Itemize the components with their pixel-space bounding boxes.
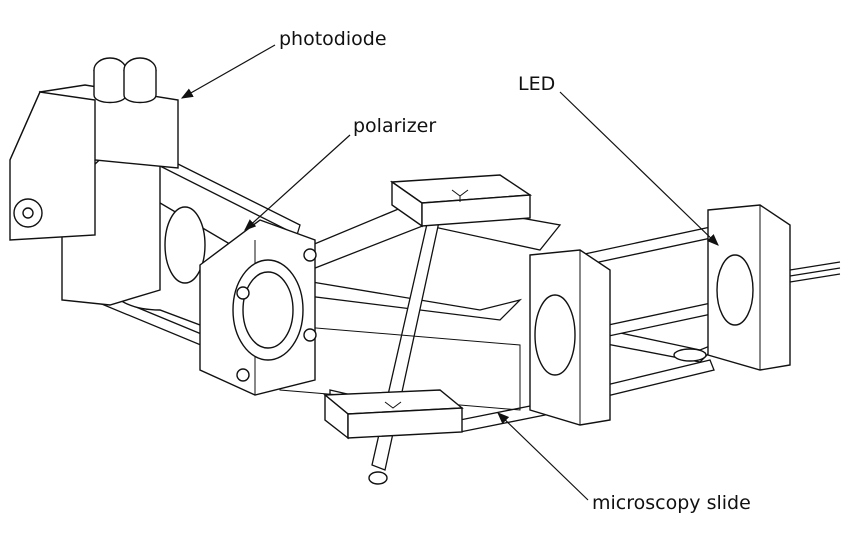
- photodiode: [9, 57, 179, 241]
- photodiode-leader: [180, 44, 276, 99]
- led-leader: [559, 91, 719, 246]
- polarizer-leader: [244, 134, 351, 231]
- top-slide-clamp: [389, 174, 533, 228]
- led-label: LED: [518, 73, 556, 95]
- slide-leader: [497, 412, 589, 501]
- polarizer-mount: [199, 219, 317, 396]
- rod-end: [368, 471, 388, 485]
- microscopy-slide-label: microscopy slide: [592, 492, 751, 514]
- polarizer-label: polarizer: [353, 115, 437, 137]
- photodiode-label: photodiode: [279, 28, 387, 50]
- bottom-slide-clamp: [323, 389, 464, 440]
- led-cage: [529, 204, 841, 426]
- led-wires: [789, 261, 841, 283]
